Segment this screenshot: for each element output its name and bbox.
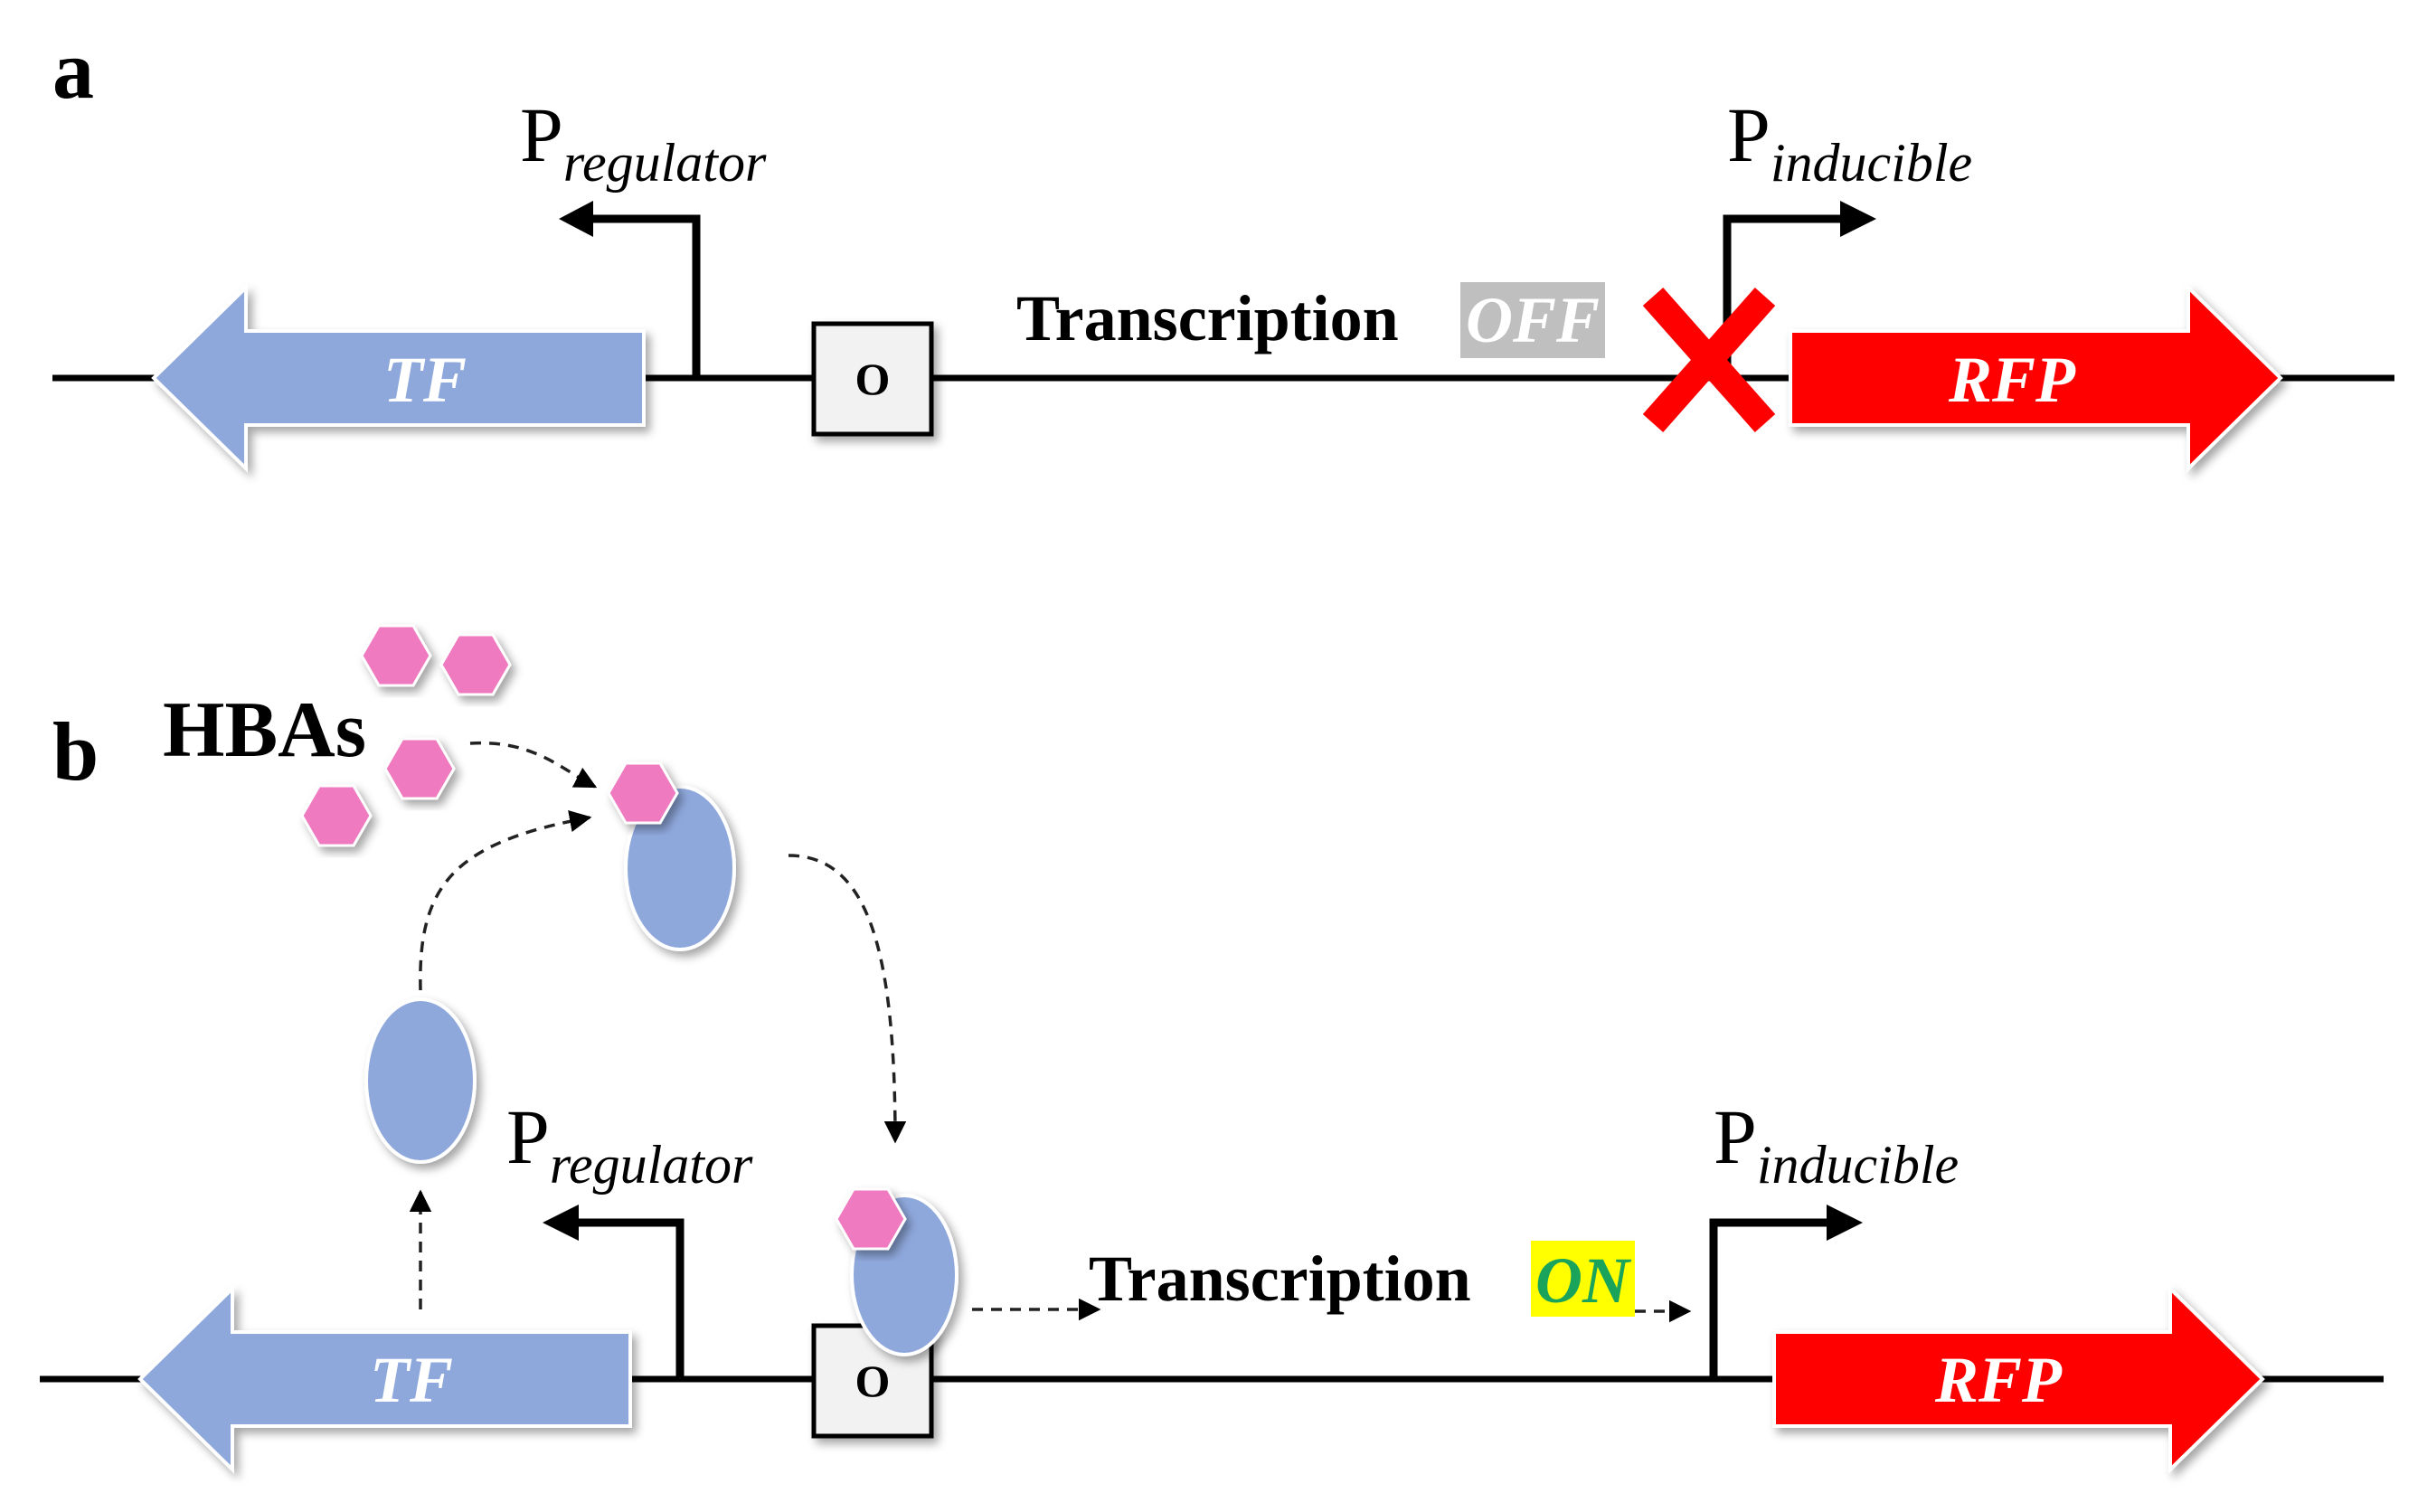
complex-to-operator-arrow (788, 854, 907, 1144)
ligand-label: HBAs (163, 686, 366, 774)
off-highlight (1460, 282, 1605, 358)
panel-b: b HBAs T (40, 624, 2384, 1474)
operator-box-a (811, 321, 934, 437)
operator-label-b: O (855, 1356, 891, 1406)
protein-binding-arrow (419, 809, 592, 991)
promoter-inducible-label-b: Pinducible (1714, 1093, 1959, 1195)
promoter-inducible-head-b (1827, 1205, 1863, 1241)
transcription-state-on: ON (1535, 1244, 1632, 1317)
panel-b-label: b (52, 705, 99, 798)
tf-gene-arrow-b (137, 1284, 632, 1474)
rfp-gene-arrow-a (1789, 283, 2283, 473)
tf-protein-free-icon (364, 997, 477, 1164)
tf-gene-label-b: TF (370, 1344, 453, 1416)
ligand-hexagon-icon (607, 761, 679, 825)
on-highlight (1531, 1241, 1635, 1317)
promoter-regulator-head-b (543, 1205, 579, 1241)
ligand-hexagon-icon (300, 784, 373, 847)
promoter-regulator-label-a: Pregulator (520, 91, 767, 193)
transcription-text-b: Transcription (1089, 1243, 1471, 1315)
ligand-hexagon-icon (835, 1187, 907, 1251)
tf-gene-label-a: TF (383, 344, 467, 416)
promoter-regulator-arrow-a (588, 214, 701, 378)
panel-a: a TF Pregulator O Transcription OFF Pind… (52, 24, 2394, 473)
panel-a-label: a (52, 24, 94, 116)
tf-protein-bound-icon (624, 785, 736, 951)
promoter-regulator-label-b: Pregulator (506, 1093, 753, 1195)
promoter-inducible-label-a: Pinducible (1727, 91, 1972, 193)
ligand-hexagon-icon (439, 633, 512, 696)
promoter-regulator-arrow-b (574, 1218, 685, 1379)
promoter-inducible-head-a (1840, 201, 1876, 237)
ligand-hexagon-icon (383, 737, 456, 800)
transcription-text-a: Transcription (1016, 282, 1399, 354)
promoter-inducible-arrow-b (1709, 1218, 1827, 1379)
rfp-gene-label-b: RFP (1934, 1344, 2063, 1416)
promoter-regulator-head-a (559, 201, 593, 237)
tf-gene-arrow-a (151, 283, 646, 473)
ligand-hexagon-icon (360, 624, 432, 687)
rfp-gene-arrow-b (1772, 1284, 2265, 1474)
block-cross-icon (1642, 288, 1776, 432)
transcription-state-off: OFF (1466, 284, 1600, 356)
ligand-binding-arrow (469, 741, 598, 789)
rfp-gene-label-a: RFP (1948, 344, 2076, 416)
operator-label-a: O (855, 354, 891, 404)
